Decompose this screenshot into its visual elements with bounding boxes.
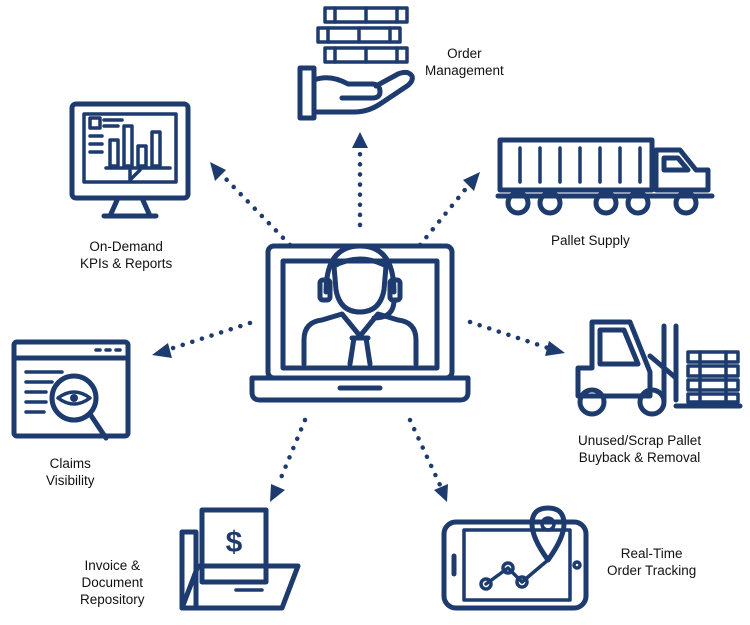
arrow-pallet-supply xyxy=(417,172,480,248)
svg-text:$: $ xyxy=(226,526,243,559)
monitor-bar-chart-icon xyxy=(69,101,191,219)
folder-invoice-icon: $ xyxy=(179,507,301,611)
label-pallet-supply: Pallet Supply xyxy=(551,233,630,248)
arrow-buyback-removal xyxy=(467,319,565,356)
laptop-support-agent-icon xyxy=(249,243,471,403)
label-order-tracking: Real-Time Order Tracking xyxy=(607,546,697,578)
arrow-order-tracking xyxy=(407,417,448,502)
label-claims-visibility: Claims Visibility xyxy=(46,456,95,488)
arrow-claims-visibility xyxy=(152,320,253,358)
browser-magnifier-eye-icon xyxy=(11,339,131,441)
semi-truck-icon xyxy=(495,137,715,216)
label-order-management: Order Management xyxy=(425,46,504,78)
label-document-repository: Invoice & Document Repository xyxy=(80,558,145,607)
pallets-in-hand-icon xyxy=(297,6,415,121)
label-kpis-reports: On-Demand KPIs & Reports xyxy=(80,239,173,271)
connector-arrows xyxy=(152,132,565,502)
tablet-location-tracking-icon xyxy=(441,505,589,611)
label-buyback-removal: Unused/Scrap Pallet Buyback & Removal xyxy=(578,433,702,465)
arrow-order-management xyxy=(352,132,368,228)
arrow-kpis-reports xyxy=(210,162,293,248)
arrow-document-repository xyxy=(270,417,308,502)
forklift-icon xyxy=(575,319,743,417)
